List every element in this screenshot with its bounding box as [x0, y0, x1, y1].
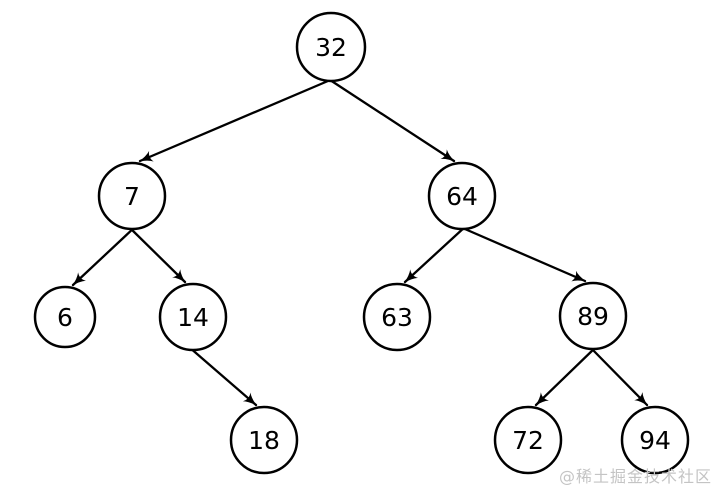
tree-node-circle-94 [620, 405, 690, 475]
tree-node-6: 6 [33, 285, 97, 349]
tree-edge-7-14 [126, 224, 187, 284]
nodes-layer: 32 7 64 6 14 63 89 18 72 94 [33, 11, 690, 475]
tree-node-label-89: 89 [577, 302, 609, 331]
tree-node-label-18: 18 [248, 426, 280, 455]
tree-node-label-94: 94 [639, 426, 671, 455]
tree-node-circle-72 [493, 405, 563, 475]
tree-node-32: 32 [295, 11, 367, 83]
tree-node-18: 18 [229, 405, 299, 475]
tree-edge-7-6 [71, 224, 138, 287]
tree-node-label-64: 64 [446, 182, 478, 211]
tree-node-label-32: 32 [315, 33, 347, 62]
tree-node-89: 89 [558, 281, 628, 351]
watermark: @稀土掘金技术社区 [558, 467, 712, 486]
tree-node-circle-89 [558, 281, 628, 351]
tree-node-64: 64 [427, 161, 497, 231]
tree-node-72: 72 [493, 405, 563, 475]
tree-edge-89-72 [534, 344, 599, 407]
tree-edge-14-18 [187, 345, 258, 407]
edges-layer [71, 76, 649, 407]
tree-node-label-7: 7 [124, 182, 140, 211]
tree-node-circle-64 [427, 161, 497, 231]
tree-node-label-14: 14 [177, 303, 209, 332]
tree-node-14: 14 [158, 282, 228, 352]
tree-node-circle-63 [362, 282, 432, 352]
tree-edge-32-64 [325, 76, 456, 163]
tree-node-94: 94 [620, 405, 690, 475]
tree-edge-32-7 [138, 76, 337, 163]
tree-edge-64-89 [456, 224, 587, 283]
tree-node-label-6: 6 [57, 303, 73, 332]
tree-node-label-63: 63 [381, 303, 413, 332]
tree-node-circle-14 [158, 282, 228, 352]
tree-node-63: 63 [362, 282, 432, 352]
tree-node-circle-7 [97, 161, 167, 231]
tree-node-7: 7 [97, 161, 167, 231]
tree-node-circle-18 [229, 405, 299, 475]
tree-edge-64-63 [403, 224, 468, 284]
tree-node-circle-6 [33, 285, 97, 349]
tree-node-circle-32 [295, 11, 367, 83]
tree-edge-89-94 [587, 344, 649, 407]
tree-node-label-72: 72 [512, 426, 544, 455]
